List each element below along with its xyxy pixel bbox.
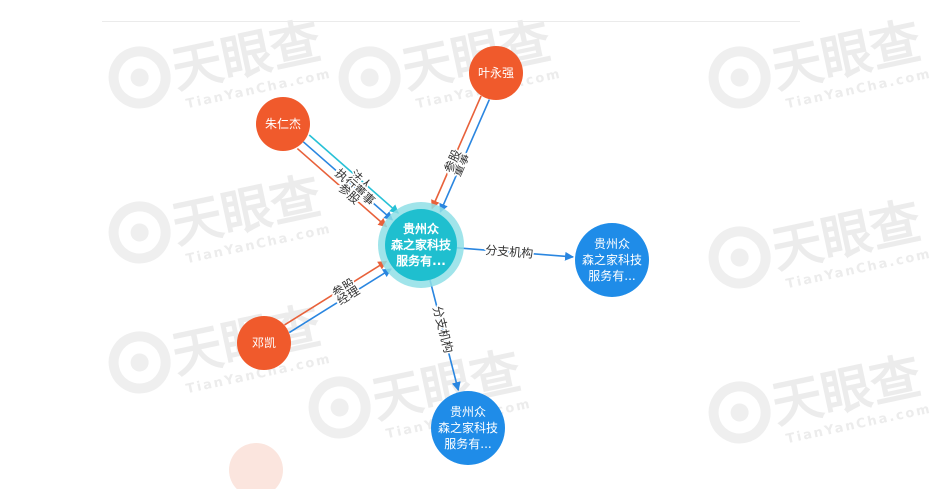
edge-dengkai-center[interactable] [288,268,392,334]
node-label: 贵州众 [450,405,486,419]
node-label: 服务有... [396,253,446,268]
node-dengkai[interactable]: 邓凯 [237,316,291,370]
nodes-layer: 贵州众森之家科技服务有...朱仁杰叶永强邓凯贵州众森之家科技服务有...贵州众森… [237,46,649,465]
node-label: 叶永强 [478,66,514,80]
node-zhurenjie[interactable]: 朱仁杰 [256,97,310,151]
edge-yeyongqiang-center[interactable] [431,95,482,210]
node-label: 贵州众 [403,221,440,236]
top-divider [102,21,800,22]
node-branch1[interactable]: 贵州众森之家科技服务有... [575,223,649,297]
edge-label: 分支机构 [430,304,456,354]
edge-zhurenjie-center[interactable] [302,141,394,221]
node-label: 服务有... [444,436,491,451]
faded-node-shape [229,443,283,489]
edge-center-branch1[interactable] [456,247,575,261]
node-label: 服务有... [588,268,635,283]
node-yeyongqiang[interactable]: 叶永强 [469,46,523,100]
node-label: 森之家科技 [391,237,452,252]
node-label: 朱仁杰 [265,117,301,131]
company-node-circle [431,391,505,465]
person-node-circle [237,316,291,370]
node-label: 森之家科技 [582,252,642,267]
node-branch2[interactable]: 贵州众森之家科技服务有... [431,391,505,465]
person-node-circle [256,97,310,151]
edges-layer [284,95,575,392]
company-node-circle [575,223,649,297]
node-label: 贵州众 [594,237,630,251]
node-label: 邓凯 [252,336,276,350]
edge-label: 分支机构 [485,242,534,261]
edge-dengkai-center[interactable] [284,260,388,326]
edge-center-branch2[interactable] [429,279,461,392]
center-node-circle [385,209,457,281]
node-label: 森之家科技 [438,420,498,435]
node-center[interactable]: 贵州众森之家科技服务有... [378,202,464,288]
edge-zhurenjie-center[interactable] [296,147,388,228]
edge-yeyongqiang-center[interactable] [439,99,491,213]
edge-zhurenjie-center[interactable] [308,134,400,214]
person-node-circle [469,46,523,100]
